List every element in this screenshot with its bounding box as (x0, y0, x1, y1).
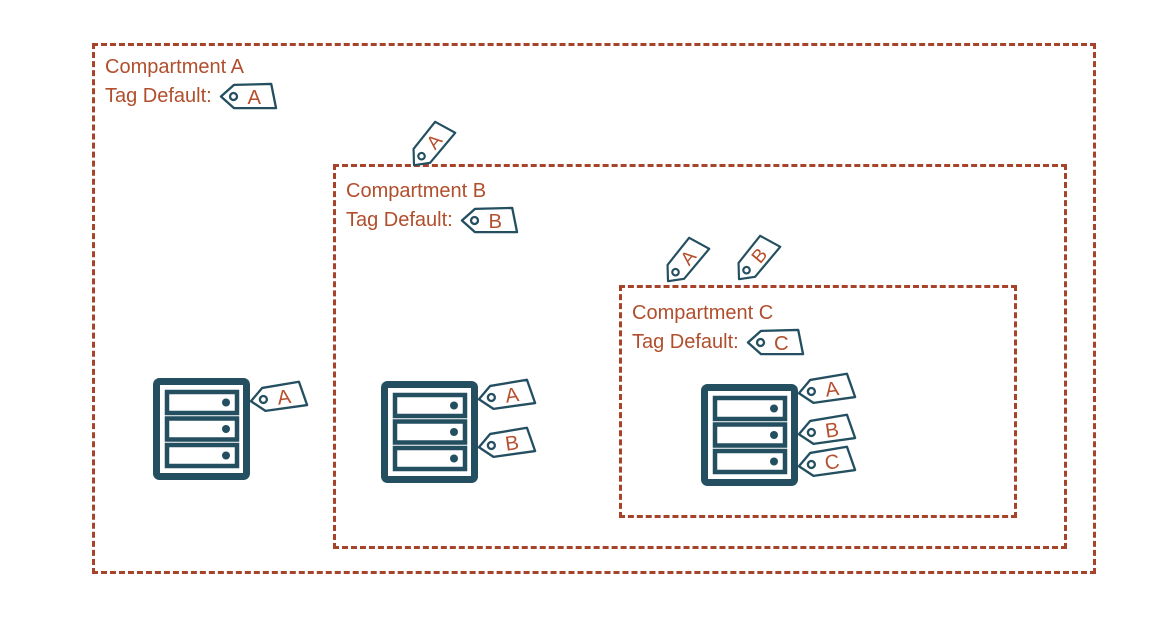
compartment-a-tag-default-row: Tag Default: A (105, 82, 278, 111)
tag-hole (486, 440, 497, 451)
inherited-tag-b-icon-on-compartment-c: B (737, 234, 782, 281)
server-slot (164, 416, 240, 442)
server-led (770, 404, 778, 413)
server-led (770, 431, 778, 439)
tag-hole (486, 392, 497, 403)
tag-hole (671, 267, 680, 277)
server-led (450, 401, 458, 410)
tag-hole (258, 394, 269, 405)
server-icon-compartment-a (153, 378, 250, 480)
compartment-c-tag-default-label: Tag Default: (632, 331, 739, 353)
tag-hole (469, 215, 479, 226)
inherited-tag-a-icon-on-compartment-c: A (666, 236, 711, 283)
server-icon-compartment-c (701, 384, 798, 486)
compartment-c-title: Compartment C (632, 302, 774, 324)
server-slot (164, 389, 240, 416)
tag-letter: B (824, 419, 840, 443)
compartment-c-box: A B Compartment C Tag Default: C (619, 234, 1017, 518)
tag-hole (806, 459, 817, 470)
server-led (450, 428, 458, 436)
compartment-c-tag-default-row: Tag Default: C (632, 328, 805, 357)
tag-shape (219, 82, 277, 110)
tag-letter: A (276, 386, 293, 410)
tag-letter: A (247, 87, 261, 109)
server-slot (712, 422, 788, 448)
compartment-b-server-group: A B (381, 378, 551, 491)
compartment-c-server-group: A B C (701, 372, 871, 494)
server-icon-compartment-b (381, 381, 478, 483)
tag-hole (417, 151, 426, 161)
tag-letter: B (504, 432, 520, 456)
compartment-b-server-tag-a-icon: A (477, 378, 537, 411)
compartment-c-header: Compartment C Tag Default: C (632, 301, 805, 357)
server-slot (392, 392, 468, 419)
tag-letter: C (823, 451, 841, 475)
compartment-a-title: Compartment A (105, 56, 244, 78)
compartment-c-default-tag-icon: C (746, 328, 804, 356)
server-led (222, 451, 230, 460)
tag-letter: B (488, 211, 502, 233)
compartment-b-header: Compartment B Tag Default: B (346, 179, 519, 235)
tag-shape (746, 328, 804, 356)
tag-hole (755, 337, 765, 348)
compartment-b-box: A Compartment B Tag Default: B (333, 120, 1067, 549)
compartment-c-server-tag-c-icon: C (797, 445, 857, 478)
server-slot (712, 395, 788, 422)
compartment-b-server-tag-b-icon: B (477, 426, 537, 459)
tag-hole (806, 427, 817, 438)
tag-hole (806, 386, 817, 397)
compartment-b-title: Compartment B (346, 180, 487, 202)
compartment-a-server-group: A (153, 378, 323, 488)
compartment-b-tag-default-row: Tag Default: B (346, 206, 519, 235)
compartment-a-server-tag-a-icon: A (249, 380, 309, 413)
server-led (450, 454, 458, 463)
server-slot (712, 448, 788, 475)
compartment-c-server-tag-a-icon: A (797, 372, 857, 405)
compartment-b-tag-default-label: Tag Default: (346, 209, 453, 231)
server-slot (392, 419, 468, 445)
compartment-c-server-tag-b-icon: B (797, 413, 857, 446)
compartment-a-default-tag-icon: A (219, 82, 277, 110)
server-slot (164, 442, 240, 469)
tag-hole (228, 91, 238, 102)
server-led (222, 425, 230, 433)
tag-shape (460, 206, 518, 234)
server-led (222, 398, 230, 407)
tag-hole (742, 265, 751, 275)
tag-letter: C (774, 333, 789, 355)
compartment-a-tag-default-label: Tag Default: (105, 85, 212, 107)
compartment-b-default-tag-icon: B (460, 206, 518, 234)
server-led (770, 457, 778, 466)
compartment-a-header: Compartment A Tag Default: A (105, 55, 278, 111)
inherited-tag-a-icon-on-compartment-b: A (412, 120, 457, 167)
tag-letter: A (504, 384, 521, 408)
tag-letter: A (824, 378, 841, 402)
server-slot (392, 445, 468, 472)
compartment-a-box: Compartment A Tag Default: A (92, 43, 1096, 574)
